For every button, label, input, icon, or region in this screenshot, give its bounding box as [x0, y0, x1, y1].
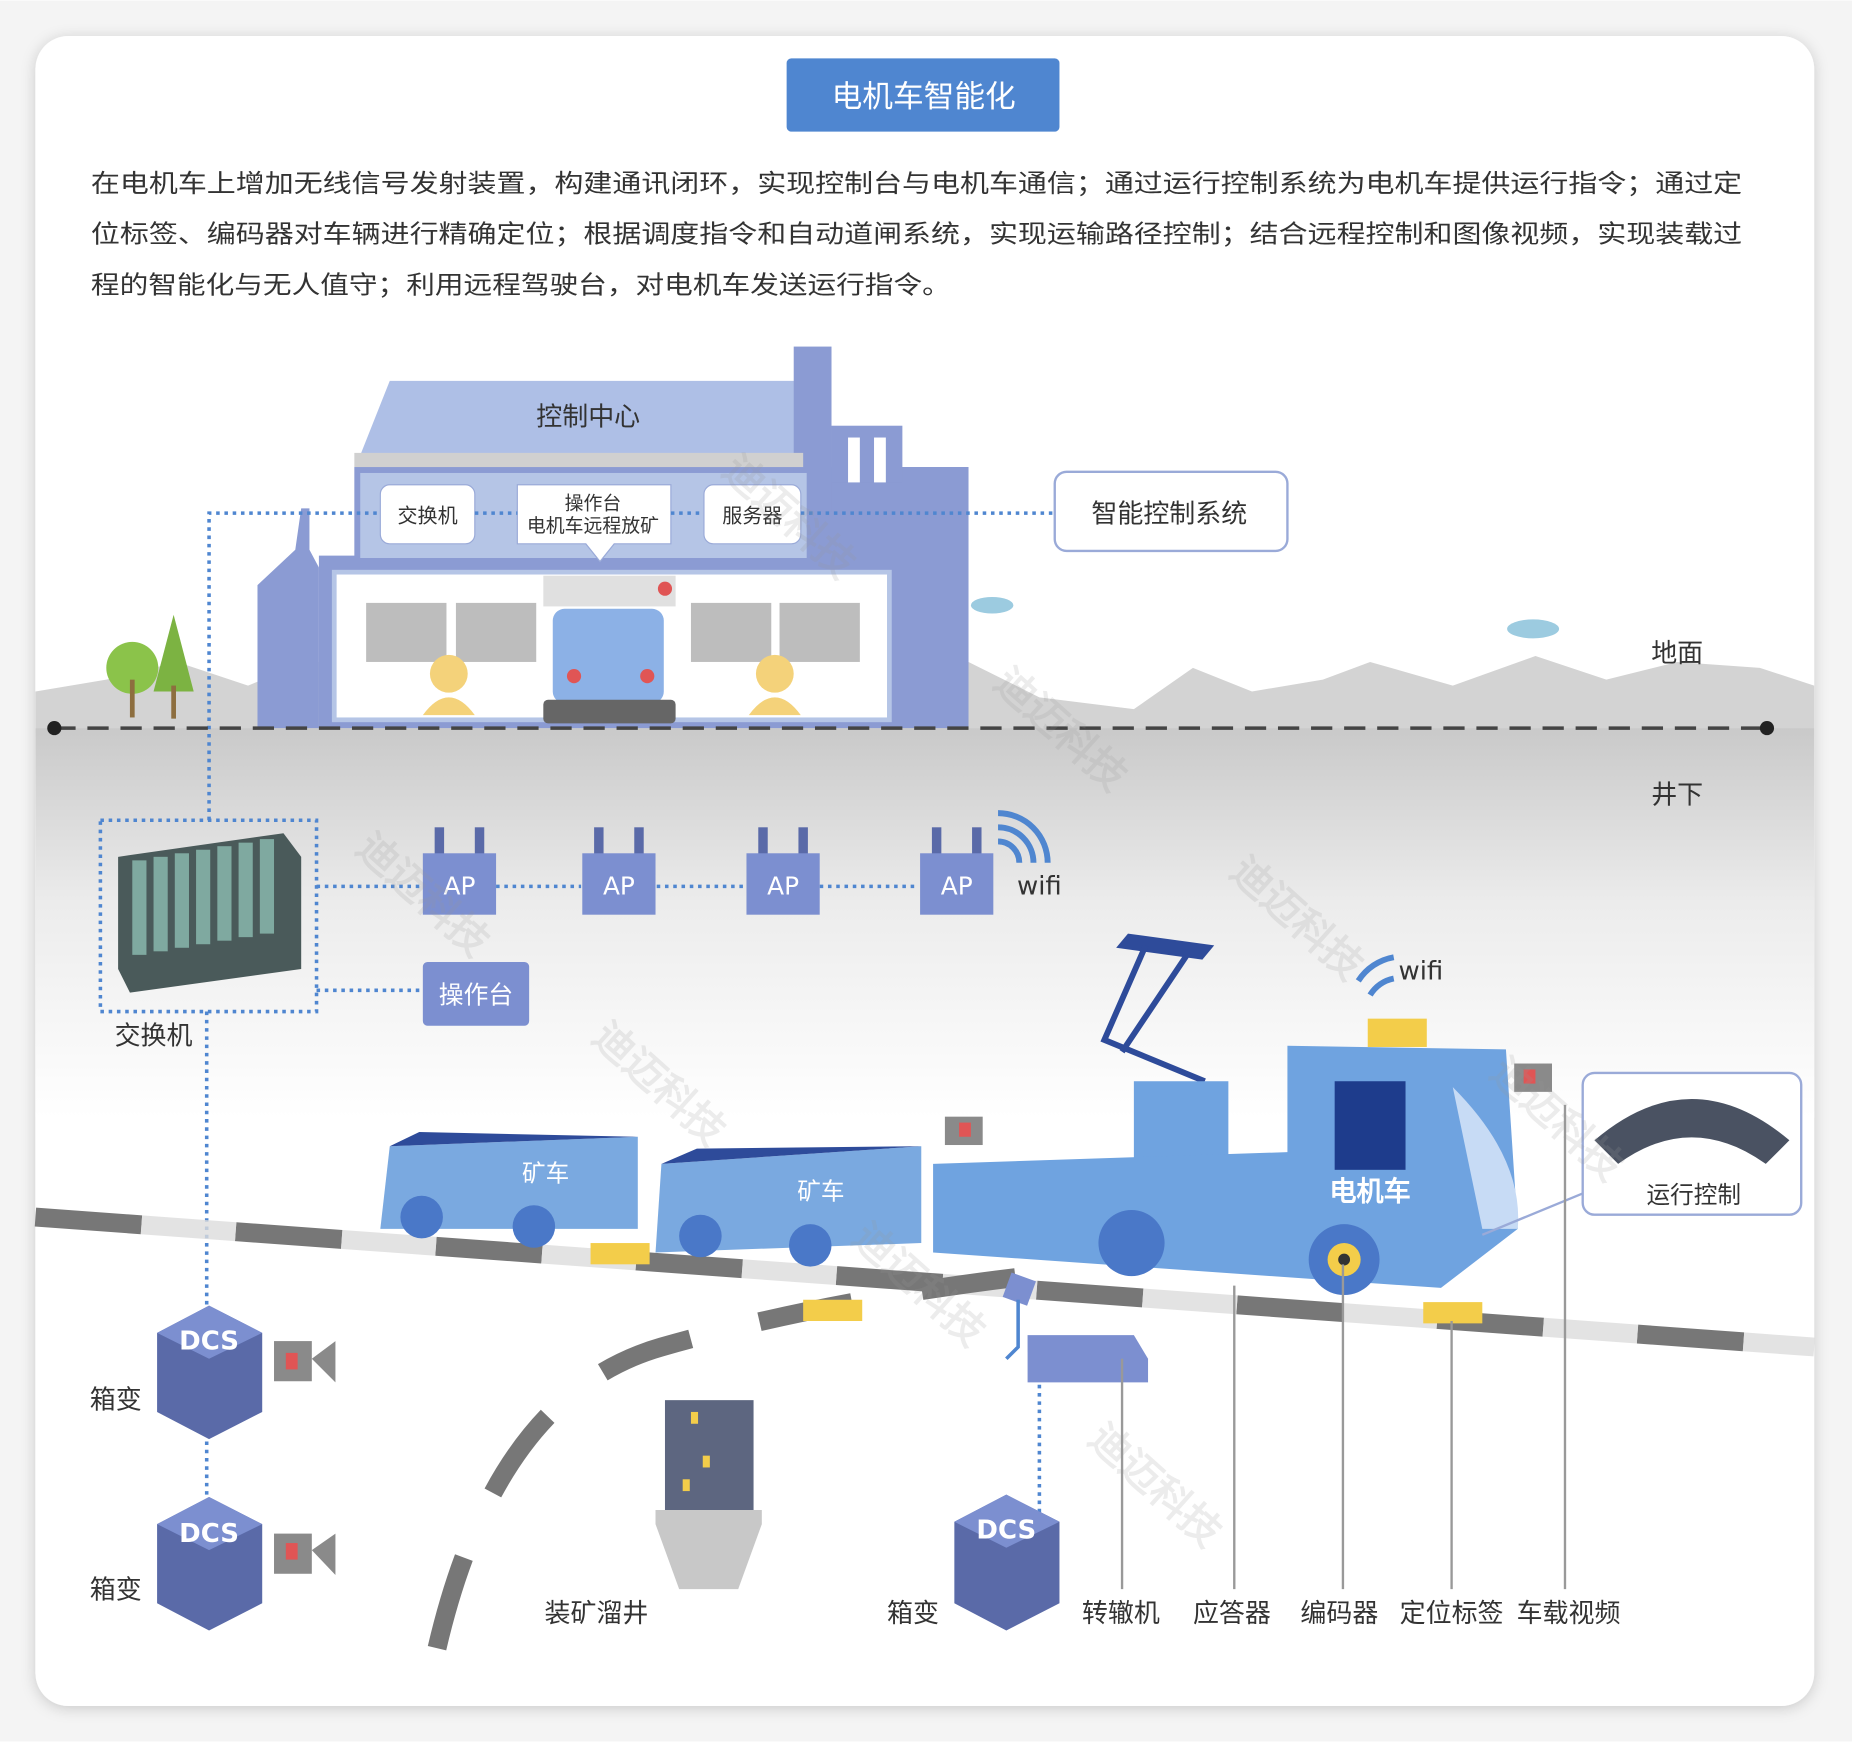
svg-text:矿车: 矿车: [797, 1177, 844, 1205]
underground-switch-label: 交换机: [115, 1022, 193, 1052]
ap-4: AP: [920, 827, 994, 915]
ap-1: AP: [422, 827, 497, 915]
underground-switch: 交换机: [98, 818, 319, 1052]
dcs-box-1: DCS 箱变: [90, 1305, 336, 1440]
svg-text:箱变: 箱变: [887, 1599, 939, 1629]
console-line2: 电机车远程放矿: [527, 515, 659, 537]
svg-text:编码器: 编码器: [1300, 1599, 1378, 1629]
svg-text:程的智能化与无人值守；利用远程驾驶台，对电机车发送运行指令。: 程的智能化与无人值守；利用远程驾驶台，对电机车发送运行指令。: [91, 270, 951, 299]
control-center-title: 控制中心: [536, 403, 640, 433]
dcs-box-2: DCS 箱变: [90, 1496, 336, 1631]
run-control-label: 运行控制: [1647, 1181, 1741, 1209]
mine-car-1: 矿车: [380, 1132, 638, 1248]
svg-text:AP: AP: [767, 872, 799, 901]
svg-text:定位标签: 定位标签: [1400, 1599, 1504, 1629]
smart-control-system-box: 智能控制系统: [1053, 470, 1289, 553]
svg-text:DCS: DCS: [179, 1519, 239, 1549]
svg-text:箱变: 箱变: [90, 1576, 142, 1606]
control-switch-label: 交换机: [397, 504, 457, 528]
svg-text:箱变: 箱变: [90, 1385, 142, 1415]
server-label: 服务器: [722, 504, 782, 528]
svg-text:转辙机: 转辙机: [1082, 1599, 1160, 1629]
svg-text:位标签、编码器对车辆进行精确定位；根据调度指令和自动道闸系统: 位标签、编码器对车辆进行精确定位；根据调度指令和自动道闸系统，实现运输路径控制；…: [91, 220, 1742, 249]
svg-text:在电机车上增加无线信号发射装置，构建通讯闭环，实现控制台与电: 在电机车上增加无线信号发射装置，构建通讯闭环，实现控制台与电机车通信；通过运行控…: [91, 169, 1742, 198]
underground-label: 井下: [1651, 781, 1703, 811]
control-center-building: 控制中心: [257, 346, 969, 729]
smart-control-system-label: 智能控制系统: [1091, 500, 1247, 530]
description: 在电机车上增加无线信号发射装置，构建通讯闭环，实现控制台与电机车通信；通过运行控…: [91, 169, 1742, 300]
ap-2: AP: [582, 827, 656, 915]
underground-console: 操作台: [422, 961, 530, 1026]
locomotive: 电机车 wifi: [933, 933, 1552, 1296]
callout-lines: [1120, 1104, 1567, 1590]
bottom-labels: 转辙机 应答器 编码器 定位标签 车载视频: [1082, 1599, 1621, 1629]
title: 电机车智能化: [832, 80, 1016, 115]
run-control-box: 运行控制: [1481, 1071, 1803, 1236]
control-center-labels: 交换机 操作台 电机车远程放矿 服务器: [379, 484, 802, 563]
access-points: AP AP AP AP wifi: [422, 810, 1062, 915]
loading-chute-label: 装矿溜井: [545, 1599, 649, 1629]
svg-text:操作台: 操作台: [439, 980, 513, 1009]
wifi-label-2: wifi: [1398, 957, 1443, 987]
network-lines: [204, 511, 1055, 1536]
railway-track: [34, 1207, 1815, 1651]
underground-area: [35, 728, 1815, 1118]
svg-text:AP: AP: [603, 872, 635, 901]
svg-text:DCS: DCS: [976, 1515, 1036, 1545]
loading-chute: 装矿溜井: [545, 1400, 762, 1629]
svg-text:矿车: 矿车: [522, 1160, 569, 1188]
svg-text:应答器: 应答器: [1193, 1599, 1271, 1629]
wifi-icon: [997, 810, 1051, 863]
svg-text:AP: AP: [443, 872, 475, 901]
svg-text:DCS: DCS: [179, 1326, 239, 1356]
ground-label: 地面: [1651, 639, 1703, 669]
console-line1: 操作台: [565, 493, 622, 515]
mine-car-2: 矿车: [655, 1146, 922, 1267]
title-badge: 电机车智能化: [786, 58, 1060, 132]
switch-machine: [1002, 1272, 1149, 1383]
locomotive-label: 电机车: [1329, 1176, 1410, 1208]
dcs-box-3: DCS 箱变: [887, 1494, 1060, 1631]
wifi-label-1: wifi: [1017, 872, 1062, 902]
ap-3: AP: [746, 827, 820, 915]
svg-text:车载视频: 车载视频: [1517, 1599, 1621, 1629]
svg-text:AP: AP: [941, 872, 973, 901]
trees: [106, 614, 194, 719]
